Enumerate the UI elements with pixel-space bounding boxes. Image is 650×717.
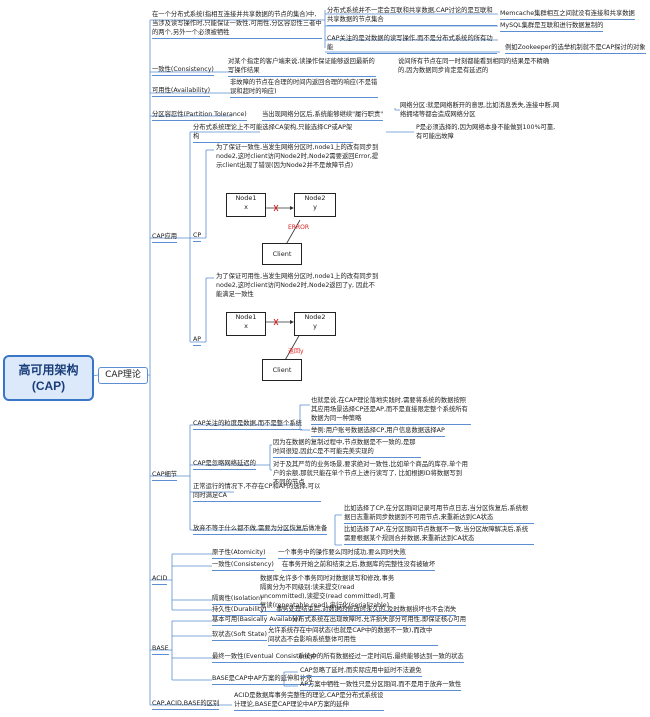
ap-return-label: 返回y [288,348,304,355]
consistency-desc[interactable]: 对某个指定的客户端来说,读操作保证能够返回最新的写操作结果 [228,57,376,77]
isolation-desc[interactable]: 数据库允许多个事务同时对数据读写和修改,事务隔离分为不同级别:读未提交(read… [260,574,400,612]
cp-client-box: Client [262,243,302,265]
consistency-note[interactable]: 说间所有节点在同一时刻都能看到相同的结果是不精确的,因为数据同步肯定是有延迟的 [398,58,550,74]
cp-node1-value: x [244,203,248,211]
eventual-consistency-label[interactable]: 最终一致性(Eventual Consistency) [212,652,317,663]
ap-node1-label: Node1 [235,313,257,321]
recovery-label[interactable]: 放弃不等于什么都不做,需要为分区恢复后做准备 [193,524,328,535]
partition-label[interactable]: 分区容忍性(Partition Tolerance) [152,110,247,121]
latency-label[interactable]: CAP是忽略网络延迟的 [193,459,256,470]
cap-application-desc[interactable]: 分布式系统理论上不可能选择CA架构,只能选择CP或AP架构 [193,123,353,143]
mysql-note[interactable]: MySQL集群是互联和进行数据复制的 [500,21,604,32]
isolation-label[interactable]: 隔离性(Isolation) [212,594,263,605]
ap-node2-box: Node2 y [294,312,336,336]
basically-available-desc[interactable]: 分布式系统在出现故障时,允许损失部分可用性,即保证核心可用 [292,615,467,626]
cp-error-label: ERROR [288,224,310,231]
soft-state-desc[interactable]: 允许系统存在中间状态(也就是CAP中的数据不一致),而改中间状态不会影响系统整体… [268,626,438,646]
availability-desc[interactable]: 非故障的节点在合理的时间内返回合理的响应(不是错误和超时的响应) [230,78,378,98]
ap-node1-box: Node1 x [226,312,266,336]
memcache-note[interactable]: Memcache集群相互之间就没有连接和共享数据 [500,9,635,20]
granularity-desc[interactable]: 也就是说,在CAP理论落地实践时,需要将系统的数据按照其应用场景选择CP还是AP… [311,396,471,425]
durability-desc[interactable]: 事务处理结束后,对数据的修改时永久的,及时数据损坏也不会消失 [276,605,457,616]
root-subtitle: (CAP) [31,379,66,393]
base-extension-label[interactable]: BASE是CAP中AP方案的延伸和补充 [212,674,313,685]
recovery-cp[interactable]: 比如选择了CP,在分区期间记录可用节点日志,当分区恢复后,系统根据日志重新同步数… [344,504,534,524]
read-write-focus[interactable]: CAP关注的是对数据的读写操作,而不是分布式系统的所有功能 [327,34,497,54]
cap-application-label[interactable]: CAP应用 [152,232,178,243]
consistency-label[interactable]: 一致性(Consistency) [152,65,214,76]
granularity-example[interactable]: 举例:用户账号数据选择CP,用户信息数据选择AP [311,426,445,437]
durability-label[interactable]: 持久性(Durability) [212,605,267,616]
base-extension-consistency[interactable]: AP方案中牺牲一致性只是分区期间,而不是用于放弃一致性 [300,680,462,691]
ap-node2-value: y [313,322,317,330]
ap-client-box: Client [262,359,302,381]
atomicity-desc[interactable]: 一个事务中的操作要么同时成功,要么同时失败 [278,548,406,559]
partition-note[interactable]: 网络分区:就是网络断开的意思,比如消息丢失,连接中断,网络拥堵等都会造成网络分区 [400,102,560,118]
ap-node1-value: x [244,322,248,330]
cp-node2-value: y [313,203,317,211]
cp-node1-label: Node1 [235,194,257,202]
latency-strict-note[interactable]: 对于及其严苛的业务场景,要求绝对一致性,比如单个商品的库存,单个用户的余额,那就… [273,461,468,486]
cp-label[interactable]: CP [193,231,202,242]
cap-theory-node[interactable]: CAP理论 [98,367,148,384]
availability-label[interactable]: 可用性(Availability) [152,86,211,97]
cp-node2-box: Node2 y [294,193,336,217]
intro-text[interactable]: 在一个分布式系统(指相互连接并共享数据的节点的集合)中,当涉及读写操作时,只能保… [152,10,322,39]
cp-desc[interactable]: 为了保证一致性,当发生网络分区时,node1上的改有同步到node2,这时cli… [216,144,379,169]
root-topic[interactable]: 高可用架构 (CAP) [3,355,94,401]
root-title: 高可用架构 [18,363,79,377]
acid-label[interactable]: ACID [152,574,168,585]
ap-desc[interactable]: 为了保证可用性,当发生网络分区时,node1上的改有同步到node2,这时cli… [216,273,379,298]
difference-label[interactable]: CAP,ACID,BASE的区别 [152,699,220,710]
soft-state-label[interactable]: 软状态(Soft State) [212,630,267,641]
partition-required-note[interactable]: P是必须选择的,因为网络本身不能做到100%可靠,有可能出故障 [416,124,556,140]
intro-connected-nodes[interactable]: 分布式系统并不一定会互联和共享数据,CAP讨论的是互联和共享数据的节点集合 [327,6,497,26]
zookeeper-note[interactable]: 例如Zookeeper的选举机制就不是CAP探讨的对象 [505,43,646,54]
cp-node1-box: Node1 x [226,193,266,217]
difference-desc[interactable]: ACID是数据库事务完整性的理论,CAP是分布式系统设计理论,BASE是CAP理… [234,691,384,711]
acid-consistency-desc[interactable]: 在事务开始之前和结束之后,数据库的完整性没有被破坏 [282,560,436,571]
granularity-label[interactable]: CAP关注的粒度是数据,而不是整个系统 [193,419,302,430]
recovery-ap[interactable]: 比如选择了AP,在分区期间节点数据不一致,当分区故障解决后,系统需要根据某个规则… [344,525,534,545]
base-label[interactable]: BASE [152,644,169,655]
base-extension-latency[interactable]: CAP忽略了延时,而实际应用中延时不法避免 [300,666,422,677]
eventual-consistency-desc[interactable]: 系统中的所有数据经过一定时间后,最终能够达到一致的状态 [298,652,464,663]
atomicity-label[interactable]: 原子性(Atomicity) [212,548,266,559]
ap-label[interactable]: AP [193,335,202,346]
latency-desc[interactable]: 因为在数据的复制过程中,节点数据是不一致的,是那时间很短,因此C是不可能完美实现… [273,438,421,458]
cp-node2-label: Node2 [304,194,326,202]
ap-node2-label: Node2 [304,313,326,321]
acid-consistency-label[interactable]: 一致性(Consistency) [212,560,274,571]
cap-detail-label[interactable]: CAP细节 [152,470,178,481]
basically-available-label[interactable]: 基本可用(Basically Available) [212,615,301,626]
normal-ca-note[interactable]: 正常运行的情况下,不存在CP和AP的选择,可以同时满足CA [193,482,321,502]
partition-desc[interactable]: 当出现网络分区后,系统能够继续"履行职责" [262,110,384,121]
